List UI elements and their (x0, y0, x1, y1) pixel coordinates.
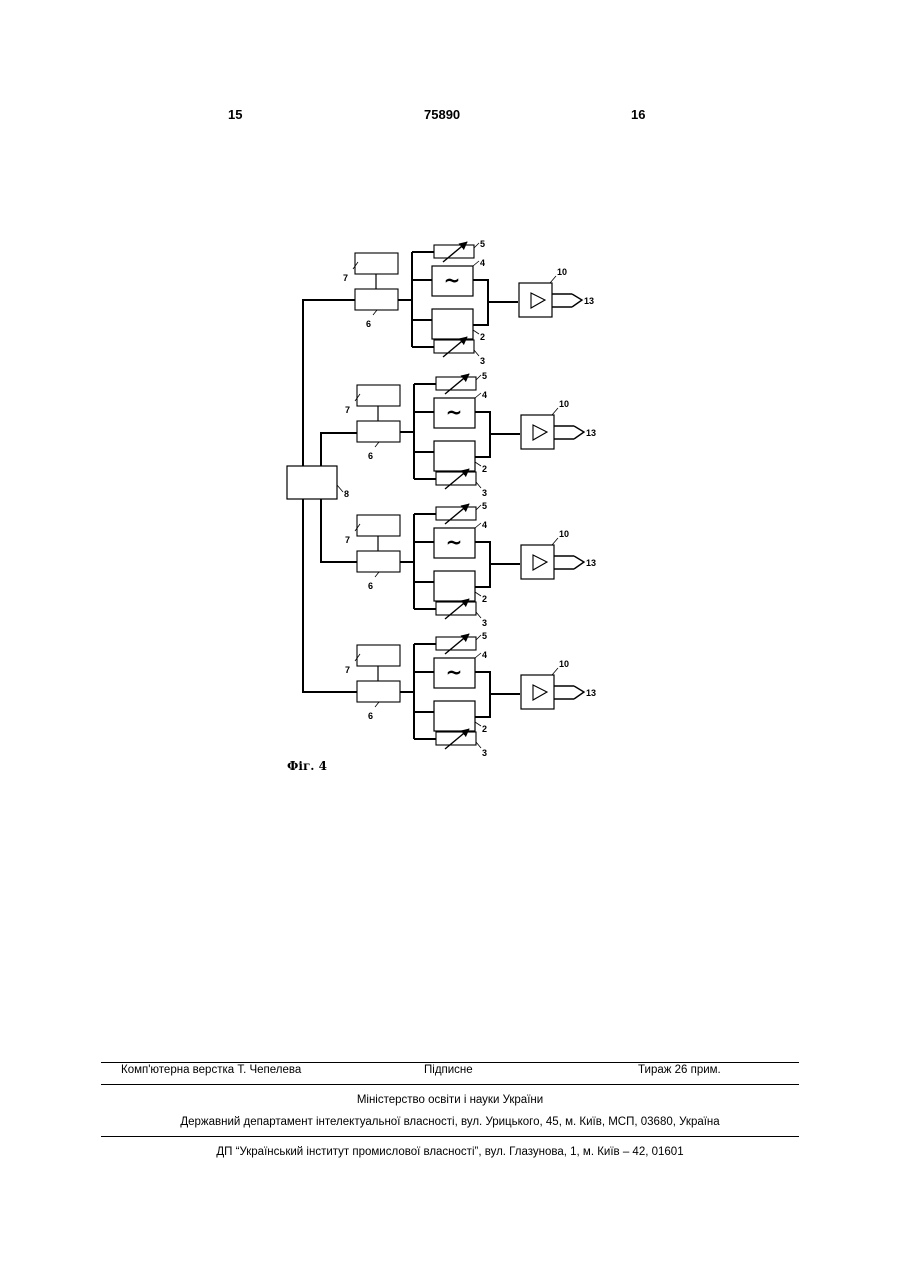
block-10 (521, 675, 554, 709)
block-2 (434, 571, 475, 601)
block-6 (357, 681, 400, 702)
block-10 (519, 283, 552, 317)
footer-rule-bottom (101, 1136, 799, 1137)
generator-symbol: ~ (446, 400, 463, 424)
label-10: 10 (557, 267, 567, 277)
figure-caption: Фіг. 4 (287, 759, 327, 773)
label-3: 3 (482, 748, 487, 758)
label-6: 6 (368, 581, 373, 591)
label-13: 13 (586, 688, 596, 698)
block-5 (436, 637, 476, 650)
label-5: 5 (482, 371, 487, 381)
label-5: 5 (482, 501, 487, 511)
block-6 (357, 421, 400, 442)
label-7: 7 (343, 273, 348, 283)
circulation-note: Тираж 26 прим. (638, 1064, 721, 1076)
ministry-line: Міністерство освіти і науки України (101, 1094, 799, 1106)
wire-to-channel-2 (321, 433, 357, 466)
block-3 (436, 732, 476, 745)
label-10: 10 (559, 529, 569, 539)
channel-4: 7 6 5 ~ 4 2 3 10 13 (345, 631, 596, 758)
label-4: 4 (482, 390, 487, 400)
label-3: 3 (482, 618, 487, 628)
block-2 (432, 309, 473, 339)
label-5: 5 (480, 239, 485, 249)
block-5 (434, 245, 474, 258)
label-5: 5 (482, 631, 487, 641)
block-3 (436, 602, 476, 615)
block-5 (436, 507, 476, 520)
label-7: 7 (345, 405, 350, 415)
label-10: 10 (559, 399, 569, 409)
label-13: 13 (584, 296, 594, 306)
block-5 (436, 377, 476, 390)
label-4: 4 (482, 650, 487, 660)
label-8: 8 (344, 489, 349, 499)
label-10: 10 (559, 659, 569, 669)
block-7 (357, 645, 400, 666)
generator-symbol: ~ (446, 660, 463, 684)
block-10 (521, 545, 554, 579)
label-7: 7 (345, 665, 350, 675)
generator-symbol: ~ (446, 530, 463, 554)
block-6 (355, 289, 398, 310)
channel-1: 7 6 5 ~ 4 2 3 10 13 (343, 239, 594, 366)
label-4: 4 (482, 520, 487, 530)
label-3: 3 (480, 356, 485, 366)
wire-to-channel-1 (303, 300, 356, 466)
block-2 (434, 441, 475, 471)
footer-rule-middle (101, 1084, 799, 1085)
wire-to-channel-4 (303, 499, 357, 692)
block-6 (357, 551, 400, 572)
label-2: 2 (482, 724, 487, 734)
signed-note: Підписне (424, 1064, 473, 1076)
wire-to-channel-3 (321, 499, 357, 562)
label-4: 4 (480, 258, 485, 268)
channel-3: 7 6 5 ~ 4 2 3 10 13 (345, 501, 596, 628)
block-7 (357, 515, 400, 536)
label-6: 6 (368, 711, 373, 721)
department-line: Державний департамент інтелектуальної вл… (101, 1116, 799, 1128)
channel-2: 7 6 5 ~ 4 2 3 10 13 (345, 371, 596, 498)
footer-rule-top (101, 1062, 799, 1063)
block-3 (436, 472, 476, 485)
block-10 (521, 415, 554, 449)
block-8 (287, 466, 337, 499)
block-7 (357, 385, 400, 406)
label-7: 7 (345, 535, 350, 545)
label-2: 2 (482, 464, 487, 474)
label-3: 3 (482, 488, 487, 498)
label-13: 13 (586, 558, 596, 568)
label-13: 13 (586, 428, 596, 438)
layout-credit: Комп'ютерна верстка Т. Чепелева (121, 1064, 301, 1076)
label-6: 6 (366, 319, 371, 329)
label-2: 2 (480, 332, 485, 342)
institute-line: ДП “Український інститут промислової вла… (101, 1146, 799, 1158)
generator-symbol: ~ (444, 268, 461, 292)
block-3 (434, 340, 474, 353)
block-7 (355, 253, 398, 274)
label-6: 6 (368, 451, 373, 461)
block-2 (434, 701, 475, 731)
label-2: 2 (482, 594, 487, 604)
